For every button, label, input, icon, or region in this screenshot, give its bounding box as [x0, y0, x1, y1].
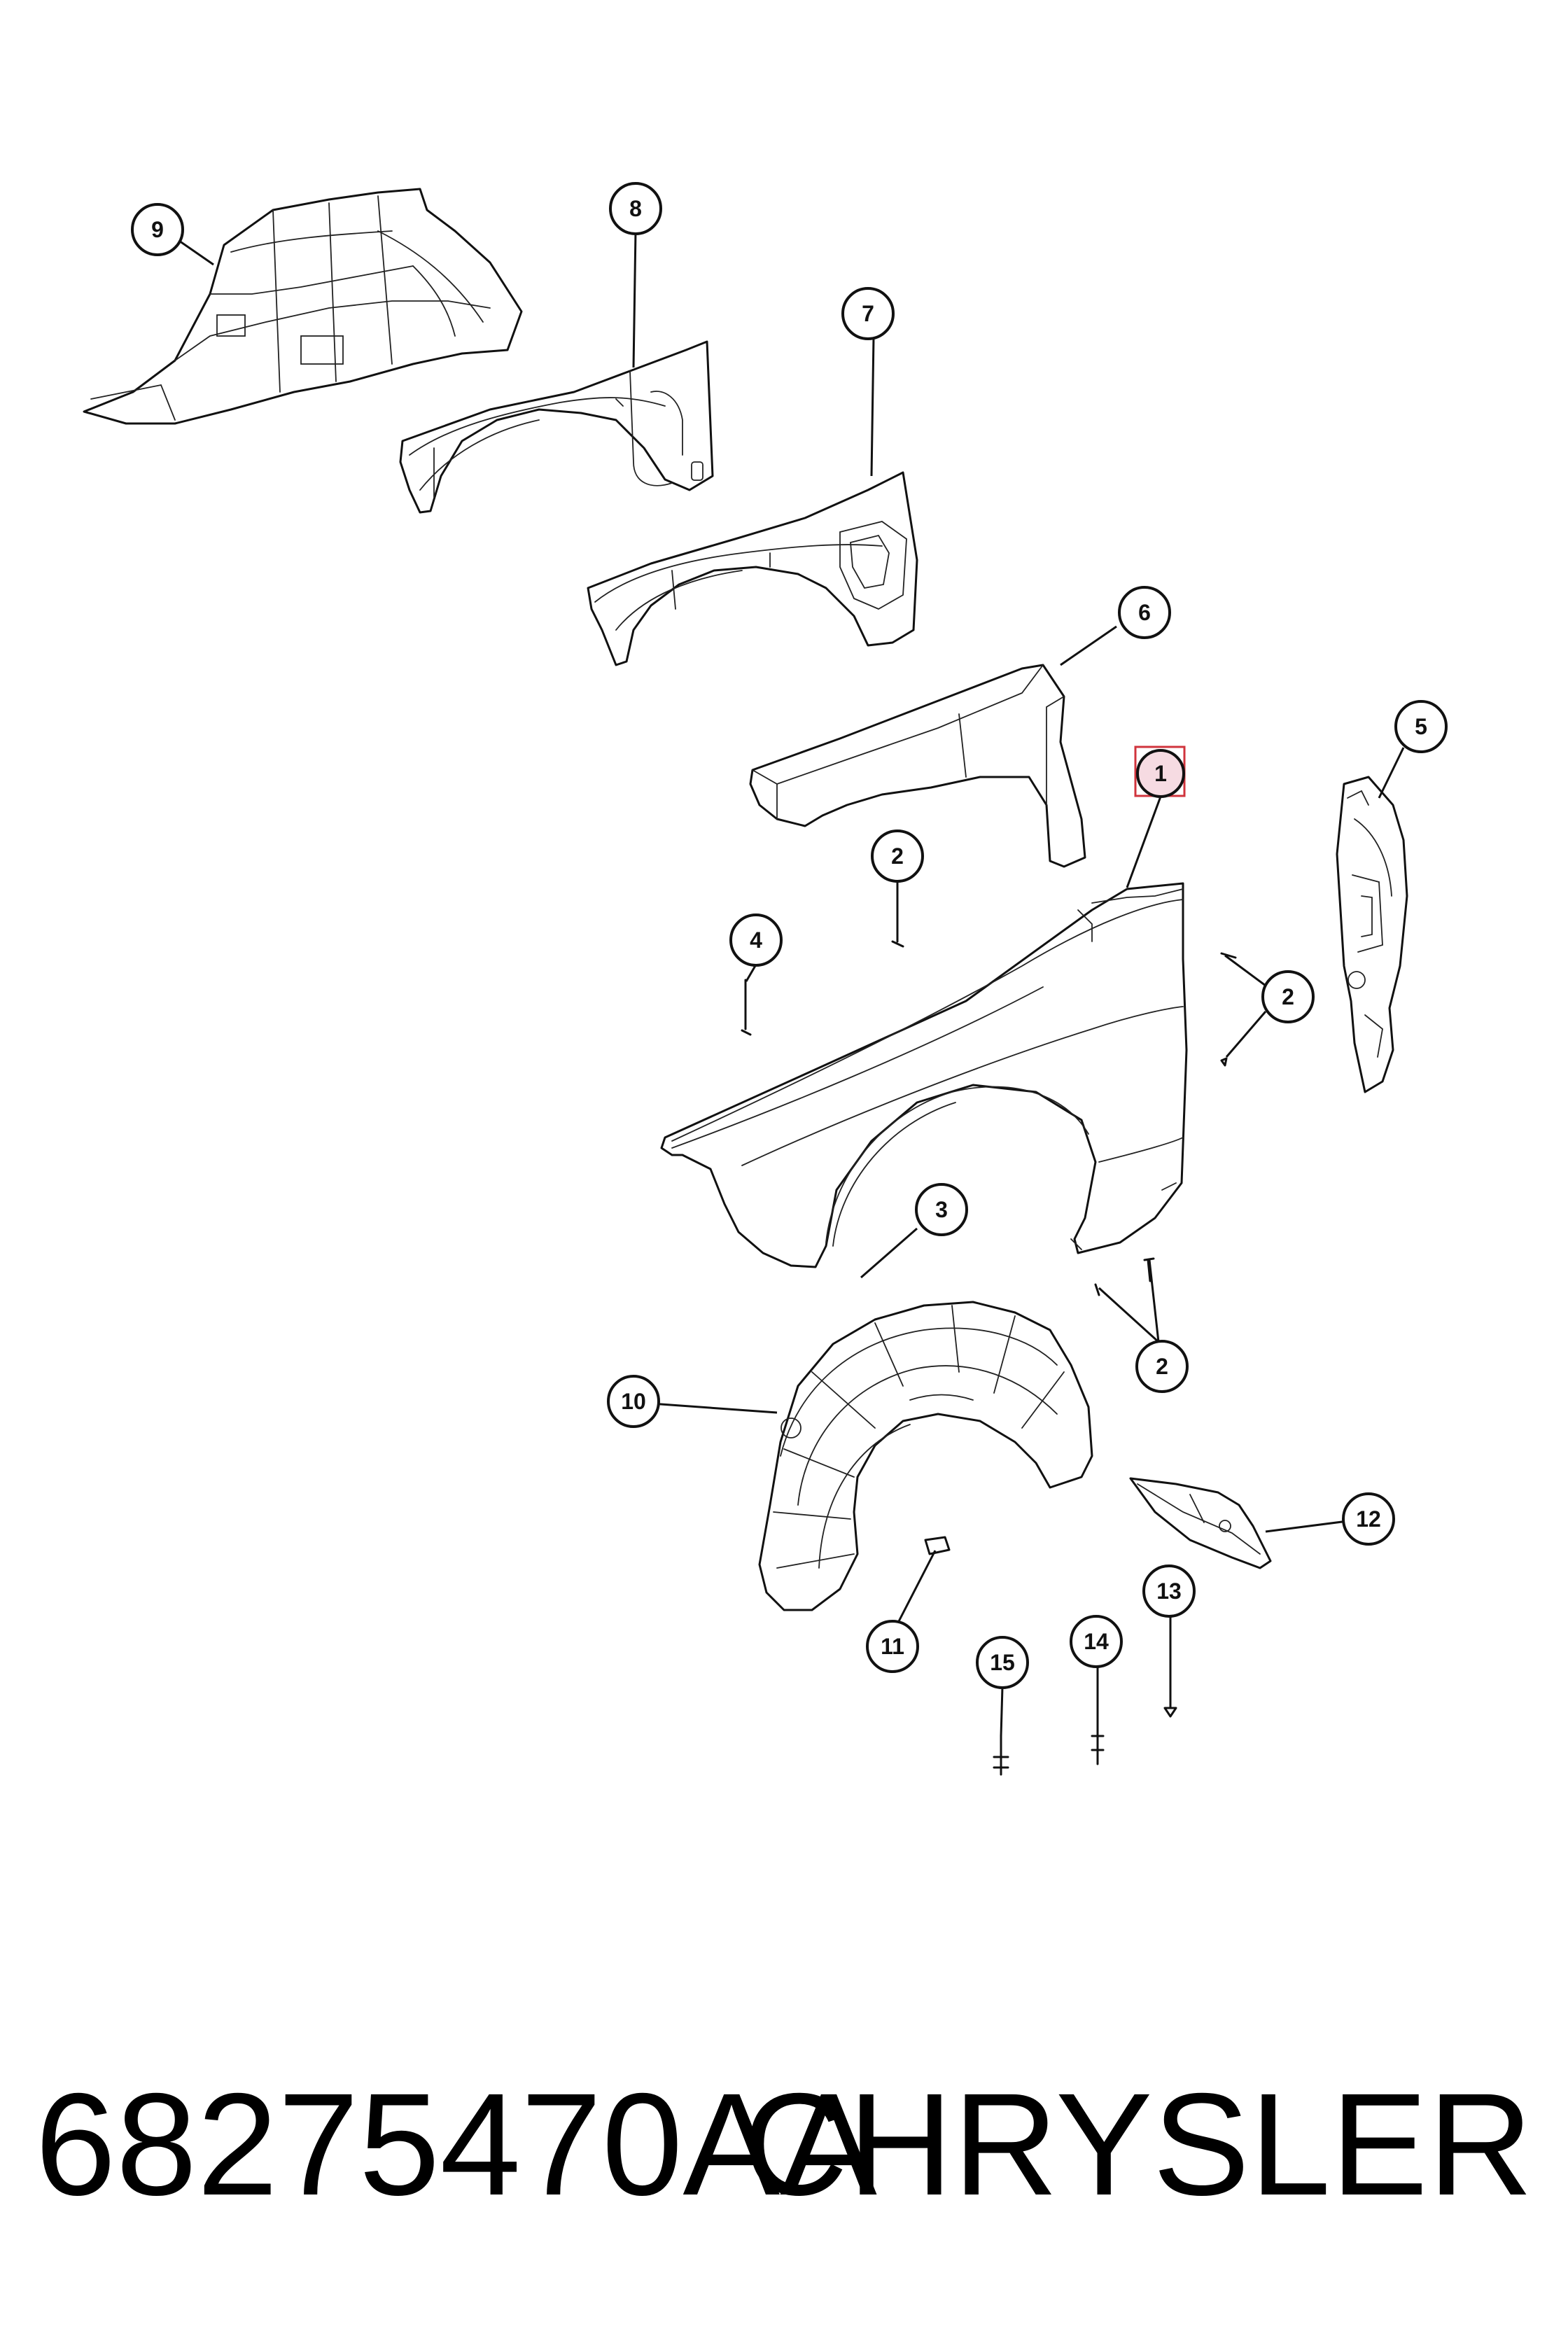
callout-11-number: 11: [881, 1634, 904, 1659]
part-1-front-fender: [660, 882, 1188, 1268]
callout-8-number: 8: [629, 196, 642, 221]
clip-2a: [891, 909, 904, 948]
callout-7-number: 7: [862, 301, 874, 326]
callout-7[interactable]: 7: [841, 287, 895, 340]
callout-6[interactable]: 6: [1118, 586, 1171, 639]
part-7-fender-reinforcement: [587, 471, 918, 666]
callout-14-number: 14: [1084, 1629, 1109, 1654]
part-12-bracket: [1129, 1477, 1272, 1569]
callout-2-top-number: 2: [891, 844, 904, 869]
callout-1-number: 1: [1154, 761, 1167, 786]
part-8-fender-rail: [399, 340, 714, 514]
bolt-15: [993, 1735, 1009, 1776]
callout-9[interactable]: 9: [131, 203, 184, 256]
callout-2-bottom-number: 2: [1156, 1354, 1168, 1379]
callout-3-number: 3: [935, 1197, 948, 1222]
callout-4[interactable]: 4: [729, 913, 783, 967]
fasteners: [741, 909, 1237, 1776]
callout-14[interactable]: 14: [1070, 1615, 1123, 1668]
callout-8[interactable]: 8: [609, 182, 662, 235]
callout-10[interactable]: 10: [607, 1375, 660, 1428]
callout-13-number: 13: [1156, 1578, 1182, 1604]
callout-2-right-number: 2: [1282, 984, 1294, 1009]
part-6-fender-insulator: [749, 664, 1086, 868]
callout-13[interactable]: 13: [1142, 1564, 1196, 1618]
nut-11: [924, 1536, 951, 1555]
screw-2b-lower: [1220, 1057, 1228, 1067]
callout-5-number: 5: [1415, 714, 1427, 739]
part-5-splash-shield: [1336, 776, 1408, 1093]
screw-2b-upper: [1220, 952, 1237, 959]
callout-6-number: 6: [1138, 600, 1151, 625]
callout-5[interactable]: 5: [1394, 700, 1448, 753]
callout-12-number: 12: [1356, 1506, 1381, 1532]
bolt-13: [1163, 1665, 1177, 1718]
clip-4: [741, 979, 752, 1036]
part-number-caption: 68275470AA: [35, 2064, 877, 2226]
callout-10-number: 10: [621, 1389, 646, 1414]
bolt-14: [1091, 1721, 1105, 1765]
screw-2c-left: [1094, 1283, 1100, 1296]
callout-4-number: 4: [750, 927, 762, 953]
callout-15[interactable]: 15: [976, 1636, 1029, 1689]
callout-3[interactable]: 3: [915, 1183, 968, 1236]
callout-1[interactable]: 1: [1134, 746, 1186, 798]
callout-11[interactable]: 11: [866, 1620, 919, 1673]
callout-9-number: 9: [151, 217, 164, 242]
callout-2-right[interactable]: 2: [1261, 970, 1315, 1023]
brand-caption: CHRYSLER: [743, 2064, 1533, 2226]
part-10-wheelhouse-liner: [758, 1301, 1093, 1611]
part-9-wheelhouse-assembly: [83, 188, 523, 425]
screw-2c-right: [1143, 1257, 1155, 1282]
callout-15-number: 15: [990, 1650, 1015, 1675]
leader-lines: [176, 230, 1405, 1737]
callout-2-top[interactable]: 2: [871, 830, 924, 883]
callout-12[interactable]: 12: [1342, 1492, 1395, 1546]
callout-2-bottom[interactable]: 2: [1135, 1340, 1189, 1393]
